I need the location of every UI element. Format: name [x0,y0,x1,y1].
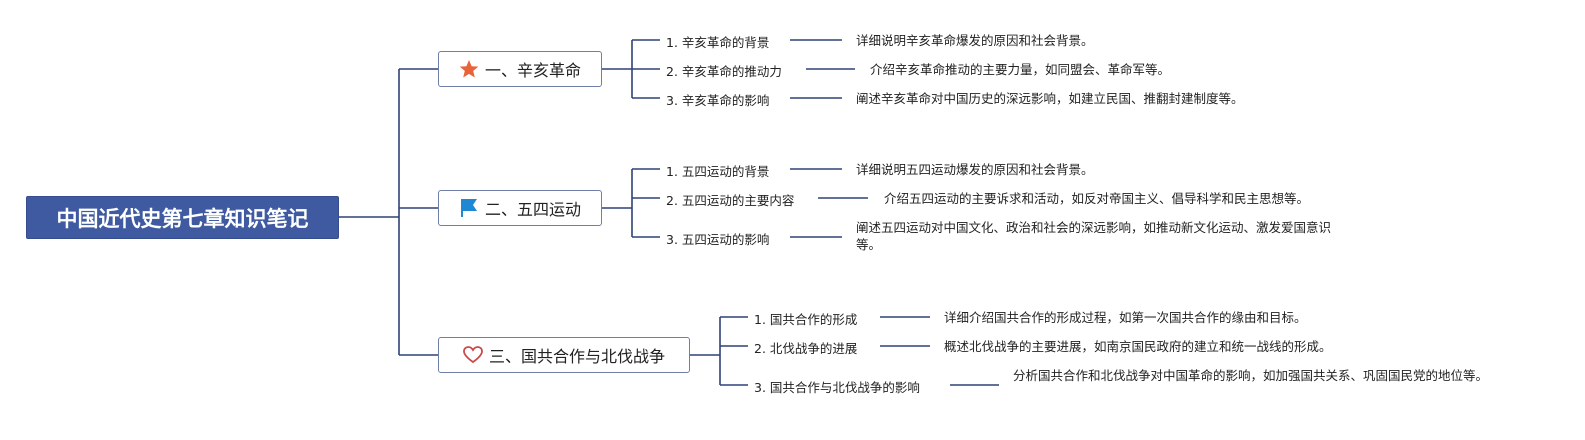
item-1-1[interactable]: 1. 辛亥革命的背景 [666,35,770,50]
branch-node-3[interactable]: 三、国共合作与北伐战争 [438,337,690,373]
root-title: 中国近代史第七章知识笔记 [56,206,309,231]
branch-title-1: 一、辛亥革命 [484,61,581,80]
star-icon [459,59,479,79]
root-node[interactable]: 中国近代史第七章知识笔记 [26,196,339,239]
desc-3-2: 概述北伐战争的主要进展，如南京国民政府的建立和统一战线的形成。 [944,339,1332,354]
desc-2-2: 介绍五四运动的主要诉求和活动，如反对帝国主义、倡导科学和民主思想等。 [884,191,1310,206]
desc-1-1: 详细说明辛亥革命爆发的原因和社会背景。 [856,33,1094,48]
desc-2-1: 详细说明五四运动爆发的原因和社会背景。 [856,162,1094,177]
branch-node-1[interactable]: 一、辛亥革命 [438,51,602,87]
desc-1-3: 阐述辛亥革命对中国历史的深远影响，如建立民国、推翻封建制度等。 [856,91,1244,106]
branch-title-3: 三、国共合作与北伐战争 [488,347,665,366]
item-3-3[interactable]: 3. 国共合作与北伐战争的影响 [754,380,920,395]
item-2-1[interactable]: 1. 五四运动的背景 [666,164,770,179]
item-1-3[interactable]: 3. 辛亥革命的影响 [666,93,770,108]
heart-icon [463,345,483,365]
item-2-3[interactable]: 3. 五四运动的影响 [666,232,770,247]
item-1-2[interactable]: 2. 辛亥革命的推动力 [666,64,782,79]
branch-title-2: 二、五四运动 [484,200,581,219]
desc-1-2: 介绍辛亥革命推动的主要力量，如同盟会、革命军等。 [870,62,1171,77]
desc-2-3: 阐述五四运动对中国文化、政治和社会的深远影响，如推动新文化运动、激发爱国意识等。 [856,220,1332,252]
desc-3-3: 分析国共合作和北伐战争对中国革命的影响，如加强国共关系、巩固国民党的地位等。 [1013,368,1489,383]
branch-node-2[interactable]: 二、五四运动 [438,190,602,226]
item-3-2[interactable]: 2. 北伐战争的进展 [754,341,858,356]
item-2-2[interactable]: 2. 五四运动的主要内容 [666,193,795,208]
flag-icon [459,198,479,218]
desc-3-1: 详细介绍国共合作的形成过程，如第一次国共合作的缘由和目标。 [944,310,1307,325]
item-3-1[interactable]: 1. 国共合作的形成 [754,312,858,327]
